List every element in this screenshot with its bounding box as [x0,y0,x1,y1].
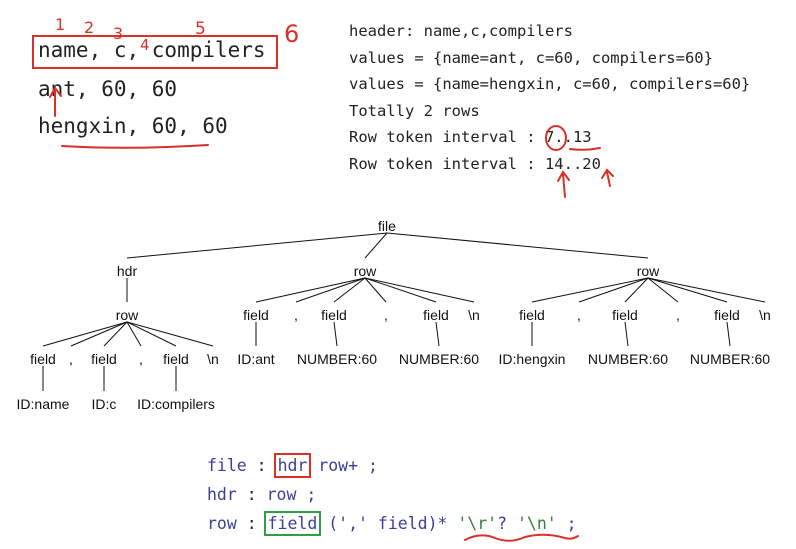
tree-edge [126,321,177,347]
tree-node-c22: , [676,307,680,323]
tree-edge [364,277,437,303]
tree-node-t02: ID:c [92,396,117,412]
tree-node-f03: field [163,351,189,367]
newline-literal: '\n' [517,514,557,533]
tree-edge [624,321,629,347]
output-line: values = {name=ant, c=60, compilers=60} [349,49,713,67]
tree-node-n0: \n [207,351,219,367]
output-line: Totally 2 rows [349,102,480,120]
tree-node-t21: ID:hengxin [499,351,566,367]
rule-rest: row ; [266,485,317,504]
tree-edge [255,277,366,303]
tree-node-f23: field [714,307,740,323]
tree-node-file: file [378,218,396,234]
optional-marker: ? [497,514,517,533]
tree-node-c02: , [139,351,143,367]
tree-node-f01: field [30,351,56,367]
tree-edge [647,277,728,303]
hdr-reference-boxed: hdr [273,453,312,478]
tree-node-t03: ID:compilers [137,396,215,412]
tree-edge [624,277,649,303]
tree-edge [126,321,142,347]
field-reference-boxed: field [263,511,322,536]
tree-node-t01: ID:name [17,396,70,412]
rule-name: row [207,514,237,533]
tree-edge [435,321,440,347]
tree-edge [726,321,731,347]
rule-rest: row+ ; [308,456,378,475]
tree-edge [364,232,388,259]
tree-edge [364,277,475,303]
rule-name: file [207,456,247,475]
output-line: header: name,c,compilers [349,22,573,40]
tree-node-f11: field [243,307,269,323]
tree-node-t11: ID:ant [237,351,274,367]
tree-node-f02: field [91,351,117,367]
output-line: values = {name=hengxin, c=60, compilers=… [349,75,751,93]
grammar-rule-hdr: hdr : row ; [207,485,316,504]
tree-node-row1: row [354,263,377,279]
tree-edge [42,321,128,347]
tree-node-t22: NUMBER:60 [588,351,668,367]
tree-node-f22: field [612,307,638,323]
tree-node-row2: row [637,263,660,279]
tree-edge [333,277,366,303]
tree-node-row0: row [116,307,139,323]
csv-row-line: hengxin, 60, 60 [38,114,228,138]
grammar-rule-row: row : field (',' field)* '\r'? '\n' ; [207,511,577,536]
carriage-return-literal: '\r' [457,514,498,533]
tree-node-n1: \n [468,307,480,323]
rule-sep: : [236,514,267,533]
tree-edge [333,321,338,347]
tree-edge [103,321,128,347]
csv-row-line: ant, 60, 60 [38,77,178,101]
tree-edge [386,232,649,259]
rule-sep: : [236,485,267,504]
output-line: Row token interval : 14..20 [349,155,601,173]
tree-node-c21: , [577,307,581,323]
tree-edge [647,277,766,303]
tree-edge [295,277,366,303]
tree-node-t12: NUMBER:60 [297,351,377,367]
rule-sep: : [246,456,277,475]
rule-name: hdr [207,485,237,504]
grammar-rule-file: file : hdr row+ ; [207,453,378,478]
tree-node-c12: , [384,307,388,323]
tree-edge [531,277,649,303]
tree-node-c11: , [294,307,298,323]
tree-edge [364,277,387,303]
rule-repeat: (',' field)* [318,514,458,533]
tree-edge [647,277,679,303]
tree-edge [578,277,649,303]
tree-node-n2: \n [759,307,771,323]
tree-edge [70,321,128,347]
tree-edge [126,232,388,259]
tree-node-f21: field [519,307,545,323]
rule-end: ; [556,514,577,533]
tree-node-hdr: hdr [117,263,138,279]
tree-node-t23: NUMBER:60 [690,351,770,367]
tree-edge [126,321,214,347]
tree-node-f13: field [423,307,449,323]
tree-node-f12: field [321,307,347,323]
tree-node-t13: NUMBER:60 [399,351,479,367]
tree-node-c01: , [69,351,73,367]
